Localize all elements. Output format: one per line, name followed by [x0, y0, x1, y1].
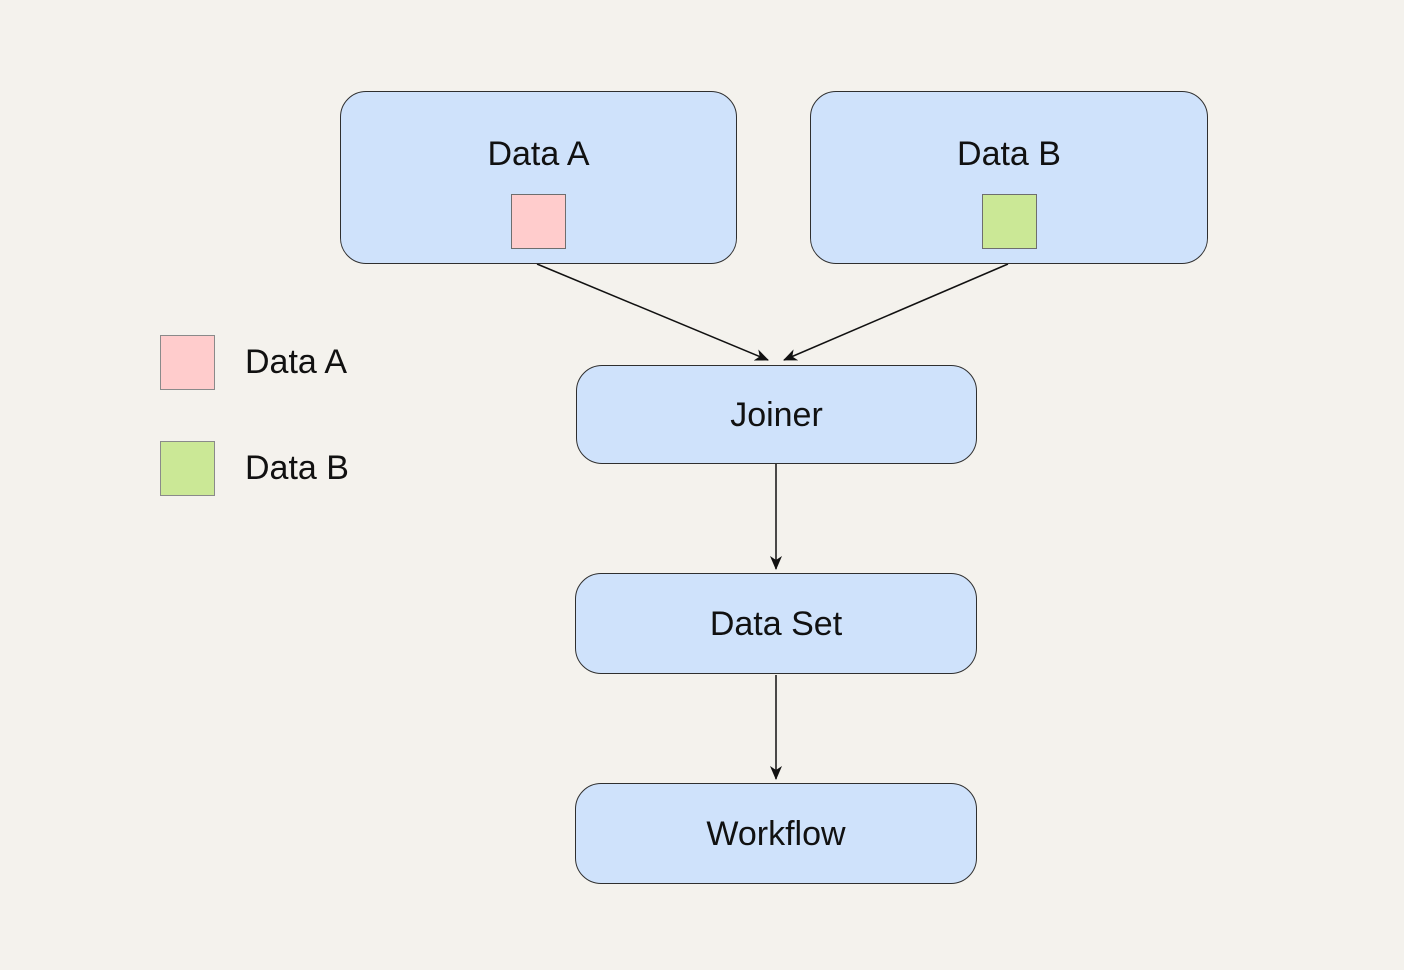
node-data-b-label: Data B — [957, 135, 1061, 173]
data-b-color-swatch — [981, 194, 1037, 249]
edge-data-a-to-joiner — [536, 263, 769, 361]
node-workflow-label: Workflow — [706, 814, 846, 853]
node-data-set: Data Set — [575, 573, 977, 674]
legend-swatch-data-a — [160, 335, 215, 390]
node-data-a: Data A — [340, 91, 737, 264]
legend-item-data-b: Data B — [160, 441, 349, 496]
node-joiner-label: Joiner — [730, 395, 823, 434]
legend-swatch-data-b — [160, 441, 215, 496]
edge-data-b-to-joiner — [783, 263, 1009, 361]
node-data-a-label: Data A — [487, 135, 590, 173]
node-data-set-label: Data Set — [709, 604, 843, 643]
data-a-color-swatch — [511, 194, 566, 249]
node-data-b: Data B — [810, 91, 1208, 264]
legend-item-data-a: Data A — [160, 335, 349, 390]
legend: Data A Data B — [160, 335, 349, 496]
legend-label-data-a: Data A — [245, 343, 348, 381]
legend-label-data-b: Data B — [245, 449, 349, 487]
node-workflow: Workflow — [575, 783, 977, 884]
node-joiner: Joiner — [576, 365, 977, 464]
